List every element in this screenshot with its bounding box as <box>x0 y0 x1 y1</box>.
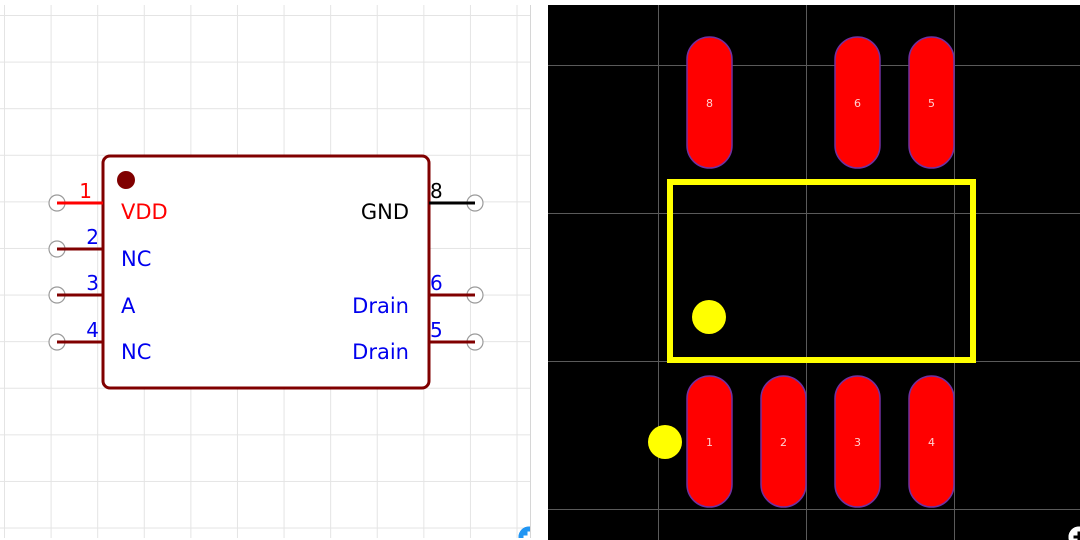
pin-1[interactable]: 1 VDD <box>48 179 168 224</box>
silkscreen-outline <box>667 179 976 363</box>
pin1-marker-dot <box>648 425 682 459</box>
silkscreen-pin1-dot <box>692 300 726 334</box>
pad-label: 6 <box>854 97 861 110</box>
schematic-canvas: 1 VDD 2 NC 3 A 4 NC 8 GND <box>48 154 484 390</box>
pad-label: 3 <box>854 436 861 449</box>
pin-number-4: 4 <box>86 318 99 342</box>
pad-label: 8 <box>706 97 713 110</box>
pin-number-1: 1 <box>79 179 92 203</box>
pad-6[interactable]: 6 <box>834 36 881 169</box>
zoom-in-icon[interactable] <box>518 526 531 538</box>
pad-1[interactable]: 1 <box>686 375 733 508</box>
pad-label: 4 <box>928 436 935 449</box>
pin-number-6: 6 <box>430 271 443 295</box>
pin-4[interactable]: 4 NC <box>48 318 151 364</box>
pad-label: 5 <box>928 97 935 110</box>
pcb-footprint-view[interactable]: 8 6 5 1 2 3 4 <box>548 5 1080 540</box>
pin-name-drain: Drain <box>352 340 409 364</box>
pad-shape <box>908 375 955 508</box>
pin-number-5: 5 <box>430 318 443 342</box>
pin-name-vdd: VDD <box>121 200 168 224</box>
pin-5[interactable]: 5 Drain <box>352 318 484 364</box>
pad-shape <box>686 375 733 508</box>
pad-3[interactable]: 3 <box>834 375 881 508</box>
pin-name-drain: Drain <box>352 294 409 318</box>
pin-name-nc: NC <box>121 247 151 271</box>
pad-shape <box>908 36 955 169</box>
pin-number-3: 3 <box>86 271 99 295</box>
pin-number-8: 8 <box>430 179 443 203</box>
pin-2[interactable]: 2 NC <box>48 225 151 271</box>
pin-name-a: A <box>121 294 136 318</box>
pad-shape <box>834 375 881 508</box>
pin-number-2: 2 <box>86 225 99 249</box>
pad-shape <box>760 375 807 508</box>
component-body <box>101 154 431 390</box>
pin-6[interactable]: 6 Drain <box>352 271 484 318</box>
pad-8[interactable]: 8 <box>686 36 733 169</box>
pin1-indicator-dot <box>117 171 135 189</box>
zoom-in-icon[interactable] <box>1068 526 1080 540</box>
pad-5[interactable]: 5 <box>908 36 955 169</box>
pad-label: 2 <box>780 436 787 449</box>
schematic-view[interactable]: 1 VDD 2 NC 3 A 4 NC 8 GND <box>0 5 531 538</box>
pad-shape <box>834 36 881 169</box>
pad-label: 1 <box>706 436 713 449</box>
pin-8[interactable]: 8 GND <box>361 179 484 224</box>
pad-4[interactable]: 4 <box>908 375 955 508</box>
pin-3[interactable]: 3 A <box>48 271 136 318</box>
pcb-canvas: 8 6 5 1 2 3 4 <box>648 36 976 508</box>
pin-name-nc: NC <box>121 340 151 364</box>
pad-shape <box>686 36 733 169</box>
pin-name-gnd: GND <box>361 200 409 224</box>
pad-2[interactable]: 2 <box>760 375 807 508</box>
